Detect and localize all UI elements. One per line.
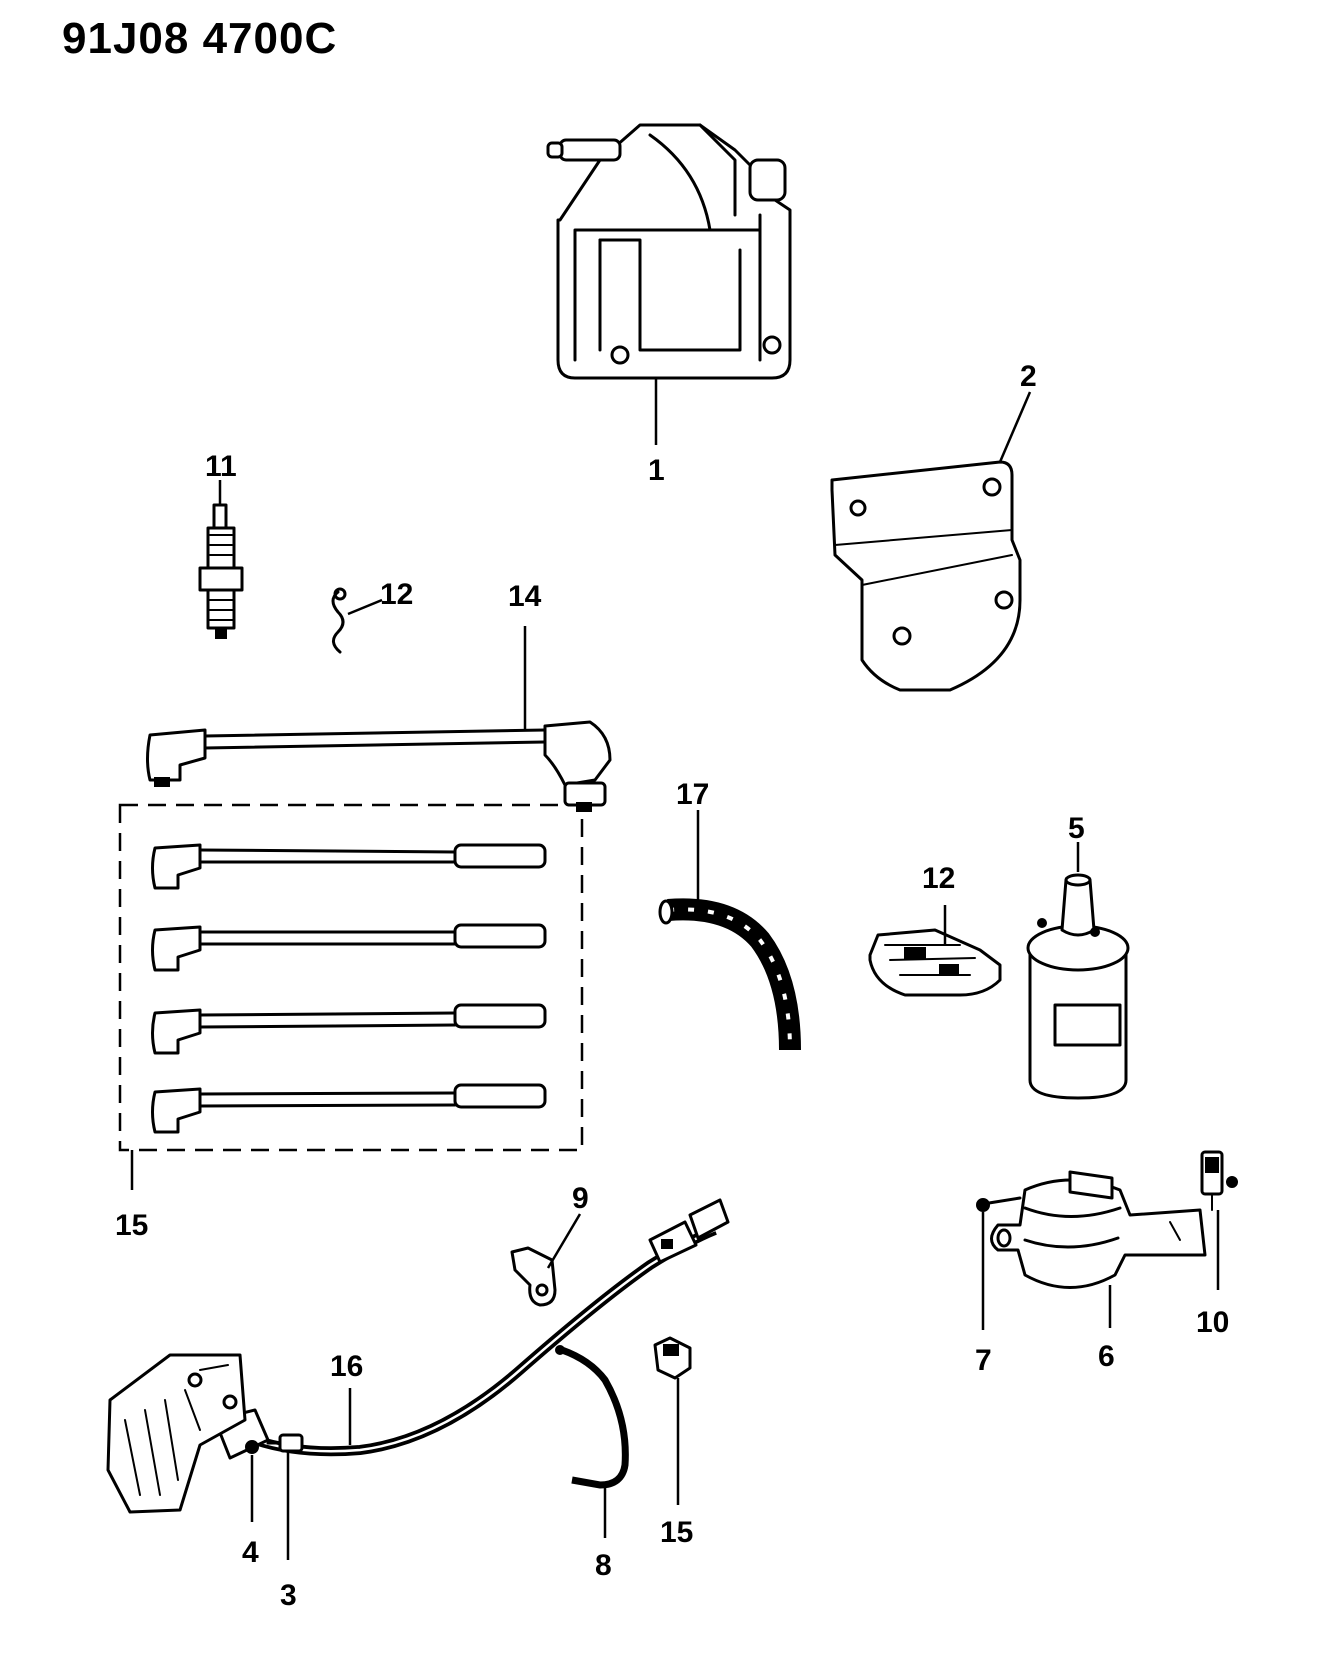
callout-3: 3: [280, 1579, 297, 1612]
callout-4: 4: [242, 1536, 259, 1569]
callout-11: 11: [205, 450, 237, 483]
wire-1: [151, 843, 547, 890]
callout-8: 8: [595, 1549, 612, 1582]
callout-12-upper: 12: [380, 578, 413, 611]
part-5-canister-coil: [1026, 873, 1130, 1100]
part-11-spark-plug: [198, 503, 244, 639]
callout-14: 15: [115, 1209, 148, 1242]
leader-12a: [347, 598, 383, 616]
wire-4: [151, 1083, 547, 1134]
part-2-coil-bracket: [830, 460, 1022, 692]
part-15-sensor-harness: [106, 1198, 730, 1514]
part-7-screw: [976, 1196, 1022, 1212]
part-9-bracket-clip: [510, 1246, 557, 1307]
part-16-clip: [653, 1336, 692, 1380]
part-17-hose: [658, 898, 801, 1051]
callout-5: 5: [1068, 812, 1085, 845]
callout-17: 17: [676, 778, 709, 811]
callout-7: 7: [975, 1344, 992, 1377]
wire-3: [151, 1003, 547, 1055]
wire-2: [151, 923, 547, 972]
part-12-clip-upper: [331, 587, 347, 654]
callout-15: 16: [330, 1350, 363, 1383]
part-3-bolt: [266, 1433, 304, 1453]
part-1-ignition-coil: [546, 123, 792, 380]
callout-6: 6: [1098, 1340, 1115, 1373]
part-10-connector: [1200, 1150, 1238, 1211]
diagram-title: 91J08 4700C: [62, 14, 338, 63]
callout-10: 10: [1196, 1306, 1229, 1339]
part-14-wire-set: [118, 803, 584, 1152]
callout-12-lower: 12: [922, 862, 955, 895]
leader-9: [546, 1213, 582, 1269]
callout-16: 15: [660, 1516, 693, 1549]
leader-2: [998, 391, 1032, 463]
part-12-rotor: [868, 928, 1002, 997]
part-6-clamp-bracket: [990, 1170, 1207, 1289]
callout-13: 14: [508, 580, 542, 613]
callout-9: 9: [572, 1182, 589, 1215]
callout-2: 2: [1020, 360, 1037, 393]
callout-1: 1: [648, 454, 665, 487]
part-13-coil-wire: [146, 720, 612, 812]
part-4-washer: [245, 1440, 259, 1454]
part-8-ground-wire: [555, 1345, 629, 1489]
